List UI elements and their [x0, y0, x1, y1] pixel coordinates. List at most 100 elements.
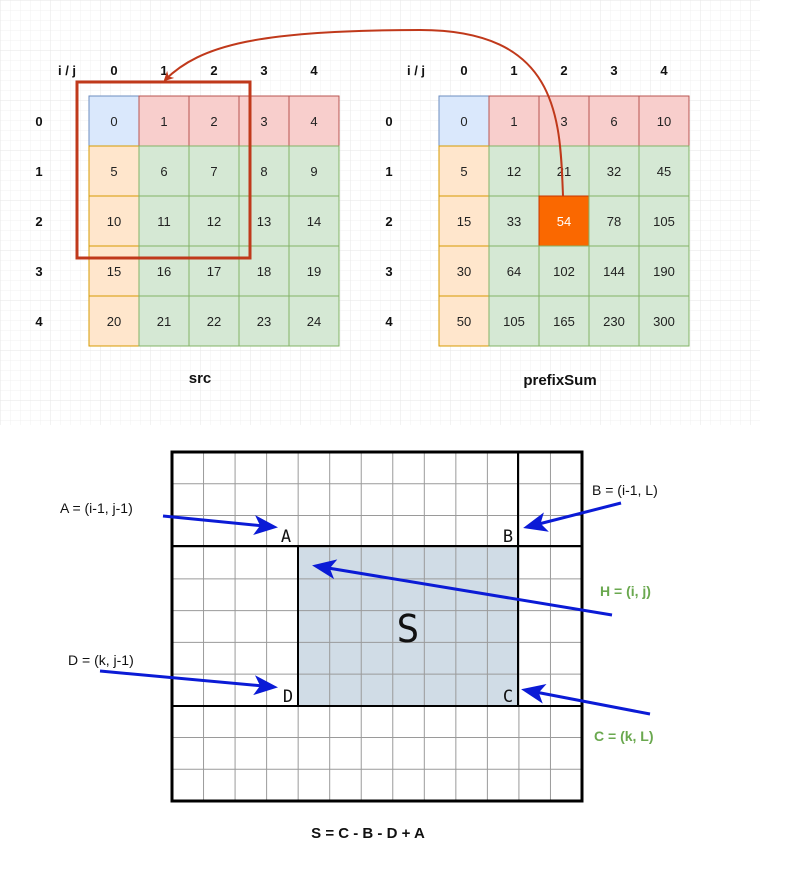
- prefix-col-header: 1: [510, 63, 517, 78]
- prefix-cell: 30: [438, 245, 490, 297]
- prefix-cell-value: 21: [557, 164, 571, 179]
- prefix-cell-value: 165: [553, 314, 575, 329]
- region-s-label: S: [397, 607, 420, 651]
- prefix-cell-value: 105: [653, 214, 675, 229]
- src-cell: 6: [138, 145, 190, 197]
- prefix-cell: 21: [538, 145, 590, 197]
- prefix-cell-value: 15: [457, 214, 471, 229]
- prefix-cell: 6: [588, 95, 640, 147]
- prefix-col-header: 2: [560, 63, 567, 78]
- src-row-header: 1: [35, 164, 42, 179]
- arrow-c: [521, 683, 651, 716]
- corner-b-label: B: [503, 527, 513, 547]
- src-cell-value: 11: [157, 214, 171, 229]
- prefix-cell: 5: [438, 145, 490, 197]
- prefix-cell: 165: [538, 295, 590, 347]
- arrow-h: [312, 559, 613, 617]
- prefix-cell-value: 78: [607, 214, 621, 229]
- prefix-row-header: 3: [385, 264, 392, 279]
- src-cell: 13: [238, 195, 290, 247]
- src-caption: src: [189, 370, 212, 387]
- src-row-header: 3: [35, 264, 42, 279]
- src-col-header: 4: [310, 63, 318, 78]
- arrow-a: [162, 514, 278, 535]
- annotation-h: H = (i, j): [600, 583, 651, 599]
- src-cell-value: 22: [207, 314, 221, 329]
- src-cell-value: 19: [307, 264, 321, 279]
- selection-rectangle: [75, 80, 252, 260]
- src-cell: 18: [238, 245, 290, 297]
- annotation-arrows: [99, 501, 651, 716]
- annotation-b: B = (i-1, L): [592, 482, 658, 498]
- src-row-header: 0: [35, 114, 42, 129]
- prefix-cell-value: 230: [603, 314, 625, 329]
- src-cell: 24: [288, 295, 340, 347]
- src-cell-value: 5: [110, 164, 117, 179]
- src-cell: 7: [188, 145, 240, 197]
- src-cell: 15: [88, 245, 140, 297]
- prefix-cell-value: 32: [607, 164, 621, 179]
- src-cell: 12: [188, 195, 240, 247]
- src-cell: 16: [138, 245, 190, 297]
- src-cell: 21: [138, 295, 190, 347]
- src-cell: 22: [188, 295, 240, 347]
- src-cell-value: 15: [107, 264, 121, 279]
- prefix-cell-value: 10: [657, 114, 671, 129]
- annotation-c: C = (k, L): [594, 728, 654, 744]
- prefix-cell-value: 12: [507, 164, 521, 179]
- prefix-col-header: 4: [660, 63, 668, 78]
- src-cell-value: 8: [260, 164, 267, 179]
- prefix-corner-label: i / j: [407, 63, 425, 78]
- src-cell-value: 23: [257, 314, 271, 329]
- prefix-cell: 105: [638, 195, 690, 247]
- src-cell-value: 7: [210, 164, 217, 179]
- src-cell: 11: [138, 195, 190, 247]
- src-row-header: 4: [35, 314, 43, 329]
- corner-d-label: D: [283, 687, 293, 707]
- src-cell-value: 12: [207, 214, 221, 229]
- prefix-cell: 230: [588, 295, 640, 347]
- src-cell: 1: [138, 95, 190, 147]
- prefix-cell-value: 1: [510, 114, 517, 129]
- prefix-caption: prefixSum: [523, 372, 596, 389]
- annotation-a: A = (i-1, j-1): [60, 500, 133, 516]
- src-cell-value: 3: [260, 114, 267, 129]
- prefix-cell-value: 30: [457, 264, 471, 279]
- src-cell: 10: [88, 195, 140, 247]
- prefix-cell-value: 190: [653, 264, 675, 279]
- prefix-cell: 64: [488, 245, 540, 297]
- prefix-cell-value: 105: [503, 314, 525, 329]
- prefix-cell: 33: [488, 195, 540, 247]
- src-col-header: 1: [160, 63, 167, 78]
- prefix-cell: 54: [538, 195, 590, 247]
- src-cell-value: 20: [107, 314, 121, 329]
- src-cell: 0: [88, 95, 140, 147]
- src-cell: 17: [188, 245, 240, 297]
- src-cell-value: 1: [160, 114, 167, 129]
- prefix-cell: 144: [588, 245, 640, 297]
- src-cell-value: 6: [160, 164, 167, 179]
- src-cell: 8: [238, 145, 290, 197]
- src-cell-value: 4: [310, 114, 317, 129]
- src-cell: 9: [288, 145, 340, 197]
- prefix-cell-value: 5: [460, 164, 467, 179]
- prefix-cell: 32: [588, 145, 640, 197]
- src-row-header: 2: [35, 214, 42, 229]
- src-cell-value: 17: [207, 264, 221, 279]
- src-col-header: 0: [110, 63, 117, 78]
- annotation-d: D = (k, j-1): [68, 652, 134, 668]
- prefix-cell: 105: [488, 295, 540, 347]
- prefix-col-header: 0: [460, 63, 467, 78]
- prefix-cell: 45: [638, 145, 690, 197]
- src-cell-value: 14: [307, 214, 321, 229]
- src-cell-value: 18: [257, 264, 271, 279]
- arrow-b: [523, 501, 622, 532]
- src-cell: 4: [288, 95, 340, 147]
- prefix-cell: 300: [638, 295, 690, 347]
- prefix-col-header: 3: [610, 63, 617, 78]
- prefix-cell: 190: [638, 245, 690, 297]
- src-cell-value: 9: [310, 164, 317, 179]
